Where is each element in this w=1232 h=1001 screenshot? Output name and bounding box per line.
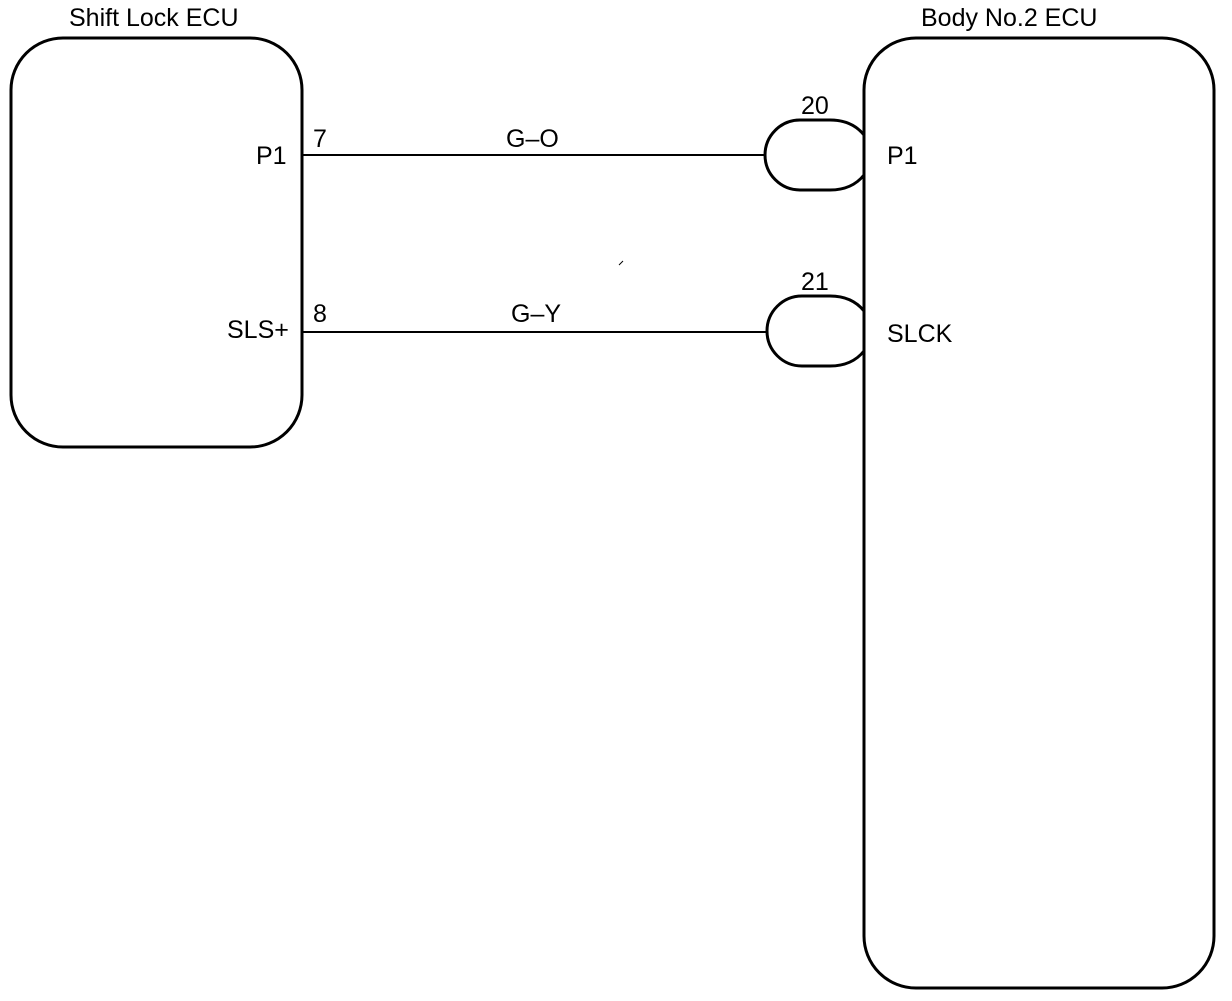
left-pin-number-8: 8 xyxy=(313,300,327,328)
left-pin-number-7: 7 xyxy=(313,125,327,153)
left-pin-name-sls-plus: SLS+ xyxy=(227,316,289,344)
wire-color-g-o: G–O xyxy=(506,125,559,153)
right-pin-name-p1: P1 xyxy=(887,142,918,170)
right-pin-name-slck: SLCK xyxy=(887,320,953,348)
right-pin-number-20: 20 xyxy=(801,92,829,120)
body-no2-ecu-box xyxy=(862,36,1216,990)
body-no2-ecu-title: Body No.2 ECU xyxy=(921,4,1098,32)
shift-lock-ecu-box xyxy=(9,36,304,449)
connector-20 xyxy=(763,118,866,192)
connector-21 xyxy=(765,294,866,368)
wire-color-g-y: G–Y xyxy=(511,300,562,328)
shift-lock-ecu-title: Shift Lock ECU xyxy=(69,4,239,32)
right-pin-number-21: 21 xyxy=(801,268,829,296)
left-pin-name-p1: P1 xyxy=(256,142,287,170)
stray-mark xyxy=(618,260,624,266)
